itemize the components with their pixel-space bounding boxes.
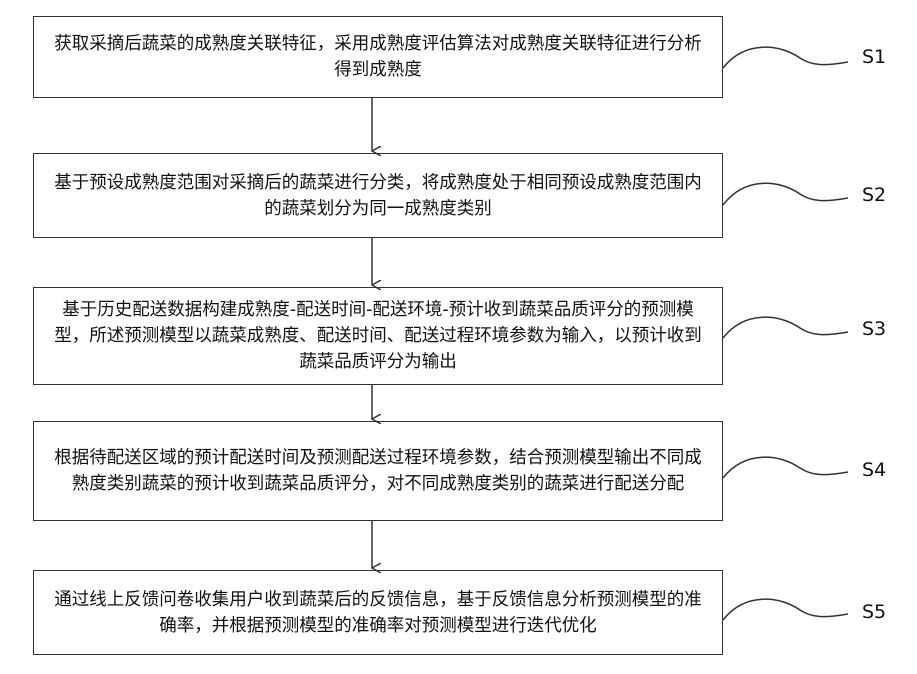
step-label-s2: S2 bbox=[862, 184, 886, 206]
leader-s1 bbox=[723, 47, 848, 68]
leader-s3 bbox=[723, 317, 848, 338]
step-label-s3: S3 bbox=[862, 318, 886, 340]
step-label-s5: S5 bbox=[862, 601, 886, 623]
step-label-s1: S1 bbox=[862, 46, 886, 68]
leader-s2 bbox=[723, 183, 848, 205]
leader-s4 bbox=[723, 457, 848, 478]
step-label-s4: S4 bbox=[862, 459, 886, 481]
leader-s5 bbox=[723, 599, 848, 620]
